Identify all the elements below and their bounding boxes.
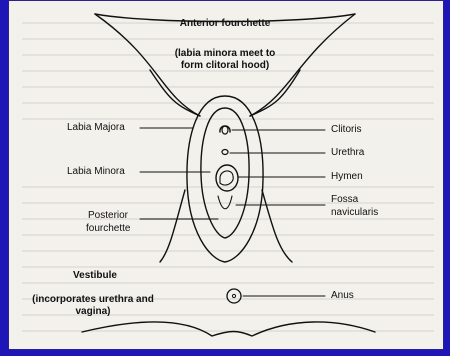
- vestibule-label: Vestibule: [40, 270, 150, 282]
- anterior-note-line-2: form clitoral hood): [160, 60, 290, 72]
- anterior-fourchette-label: Anterior fourchette: [160, 18, 290, 30]
- vestibule-note-line-1: (incorporates urethra and: [18, 294, 168, 306]
- anus-label: Anus: [331, 290, 354, 302]
- clitoris-label: Clitoris: [331, 124, 362, 136]
- anterior-note-line-1: (labia minora meet to: [160, 48, 290, 60]
- urethra-shape: [222, 150, 228, 155]
- posterior-fourchette-label-line-1: Posterior: [88, 210, 128, 222]
- anus-shape: [227, 289, 241, 303]
- posterior-fourchette-label-line-2: fourchette: [86, 223, 130, 235]
- left-lower-contour: [160, 190, 185, 262]
- right-lower-contour: [262, 190, 292, 262]
- left-thigh-contour: [150, 70, 200, 116]
- fossa-navicularis: [218, 196, 232, 209]
- hymen-inner: [220, 171, 233, 185]
- anus-center: [232, 294, 235, 297]
- hymen-label: Hymen: [331, 171, 363, 183]
- lower-outline: [82, 322, 375, 336]
- hymen-shape: [216, 165, 238, 191]
- fossa-label-line-1: Fossa: [331, 194, 358, 206]
- labia-majora-label: Labia Majora: [67, 122, 125, 134]
- vestibule-note-line-2: vagina): [18, 306, 168, 318]
- labia-majora-shape: [187, 96, 263, 262]
- clitoris-shape: [222, 126, 228, 134]
- labia-minora-label: Labia Minora: [67, 166, 125, 178]
- fossa-label-line-2: navicularis: [331, 207, 378, 219]
- urethra-label: Urethra: [331, 147, 364, 159]
